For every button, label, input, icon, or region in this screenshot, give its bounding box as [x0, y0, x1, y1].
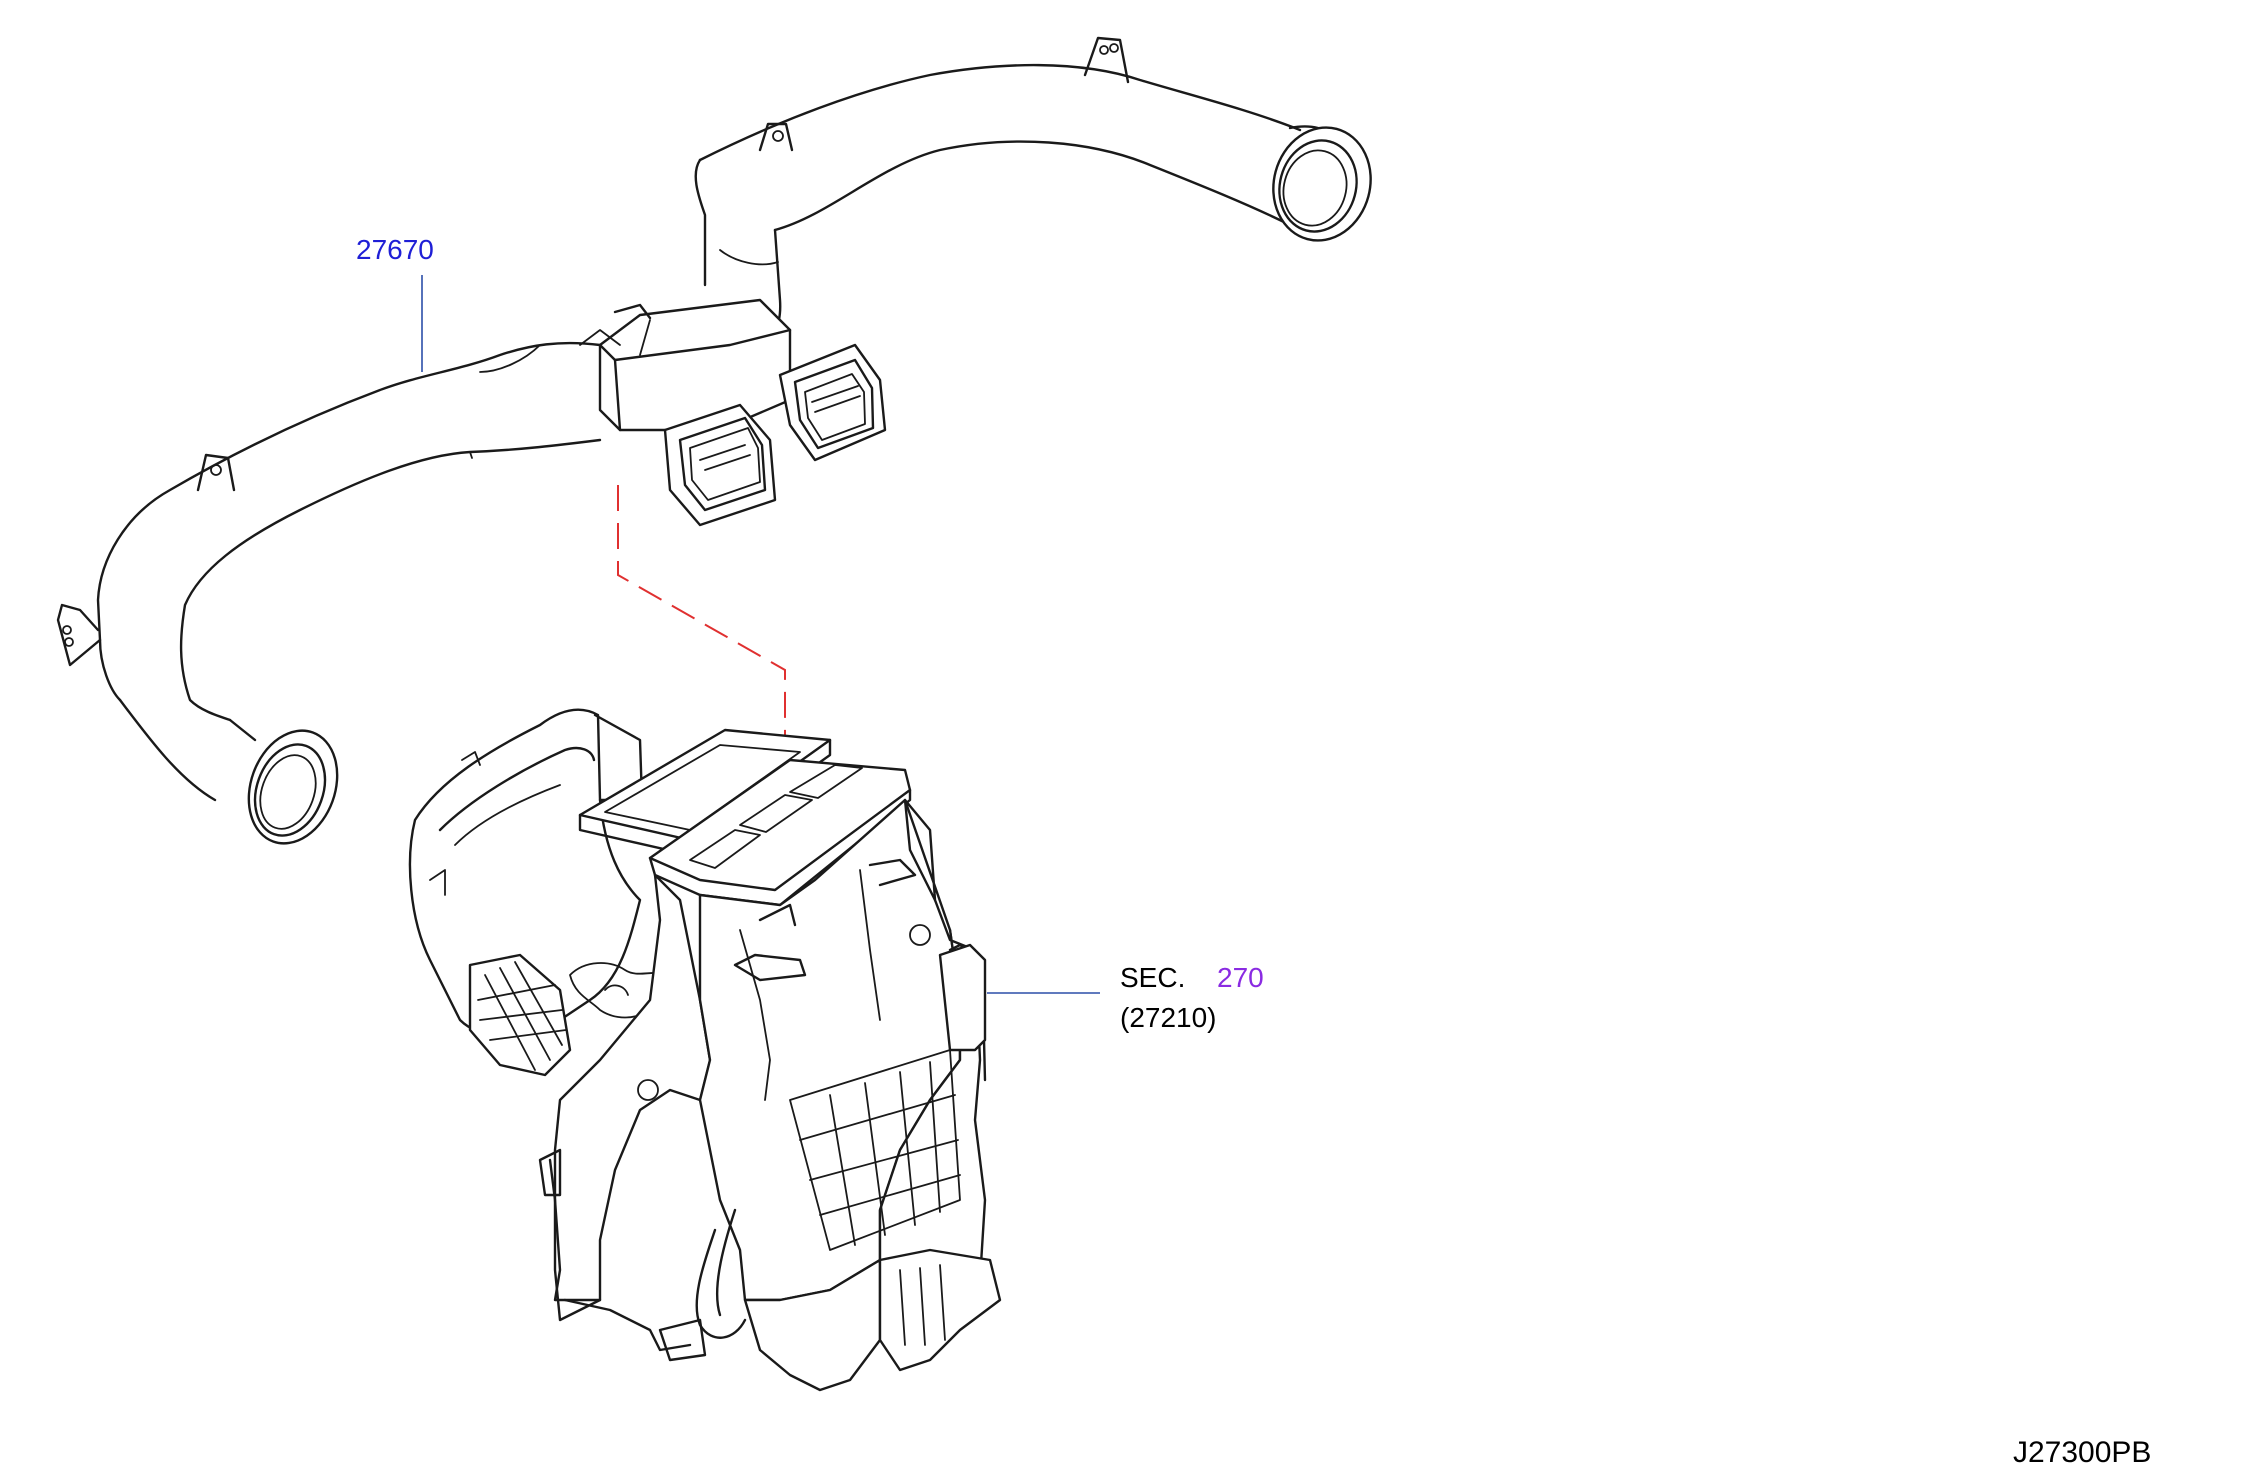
heater-core-grid — [789, 1049, 961, 1251]
heater-cooling-unit-assembly — [408, 708, 1002, 1392]
center-vent-outlet-right — [778, 343, 887, 462]
left-end-outlet-ring — [118, 698, 339, 845]
duct-left-tube-lower-edge — [179, 438, 602, 722]
top-duct-adapter — [578, 728, 912, 907]
case-fastener — [637, 1079, 659, 1101]
mounting-bracket-tab — [56, 603, 102, 667]
duct-part-number-callout[interactable]: 27670 — [356, 234, 434, 265]
duct-right-tube-upper-edge — [698, 63, 1302, 162]
bottom-case-section — [743, 1258, 882, 1392]
intake-housing — [408, 708, 642, 1037]
bottom-right-bracket — [878, 1248, 1002, 1372]
section-number-link[interactable]: 270 — [1217, 962, 1264, 993]
side-mounting-bracket — [938, 943, 987, 1052]
case-fastener — [909, 924, 931, 946]
diagram-reference-code: J27300PB — [2013, 1436, 2152, 1469]
mounting-bracket-tab — [196, 453, 236, 492]
duct-right-tube-lower-edge — [773, 140, 1292, 232]
center-vent-housing — [579, 298, 792, 432]
mounting-bracket-tab — [1083, 36, 1130, 84]
mounting-bracket-tab — [758, 122, 794, 152]
center-vent-outlet-left — [663, 403, 777, 527]
unit-part-number-callout[interactable]: (27210) — [1120, 1002, 1217, 1033]
ventilator-duct-assembly — [56, 36, 1372, 845]
intake-grille — [468, 953, 572, 1077]
duct-left-tube-upper-edge — [96, 341, 602, 702]
right-end-outlet-ring — [1272, 125, 1372, 242]
section-label: SEC. — [1120, 962, 1186, 993]
